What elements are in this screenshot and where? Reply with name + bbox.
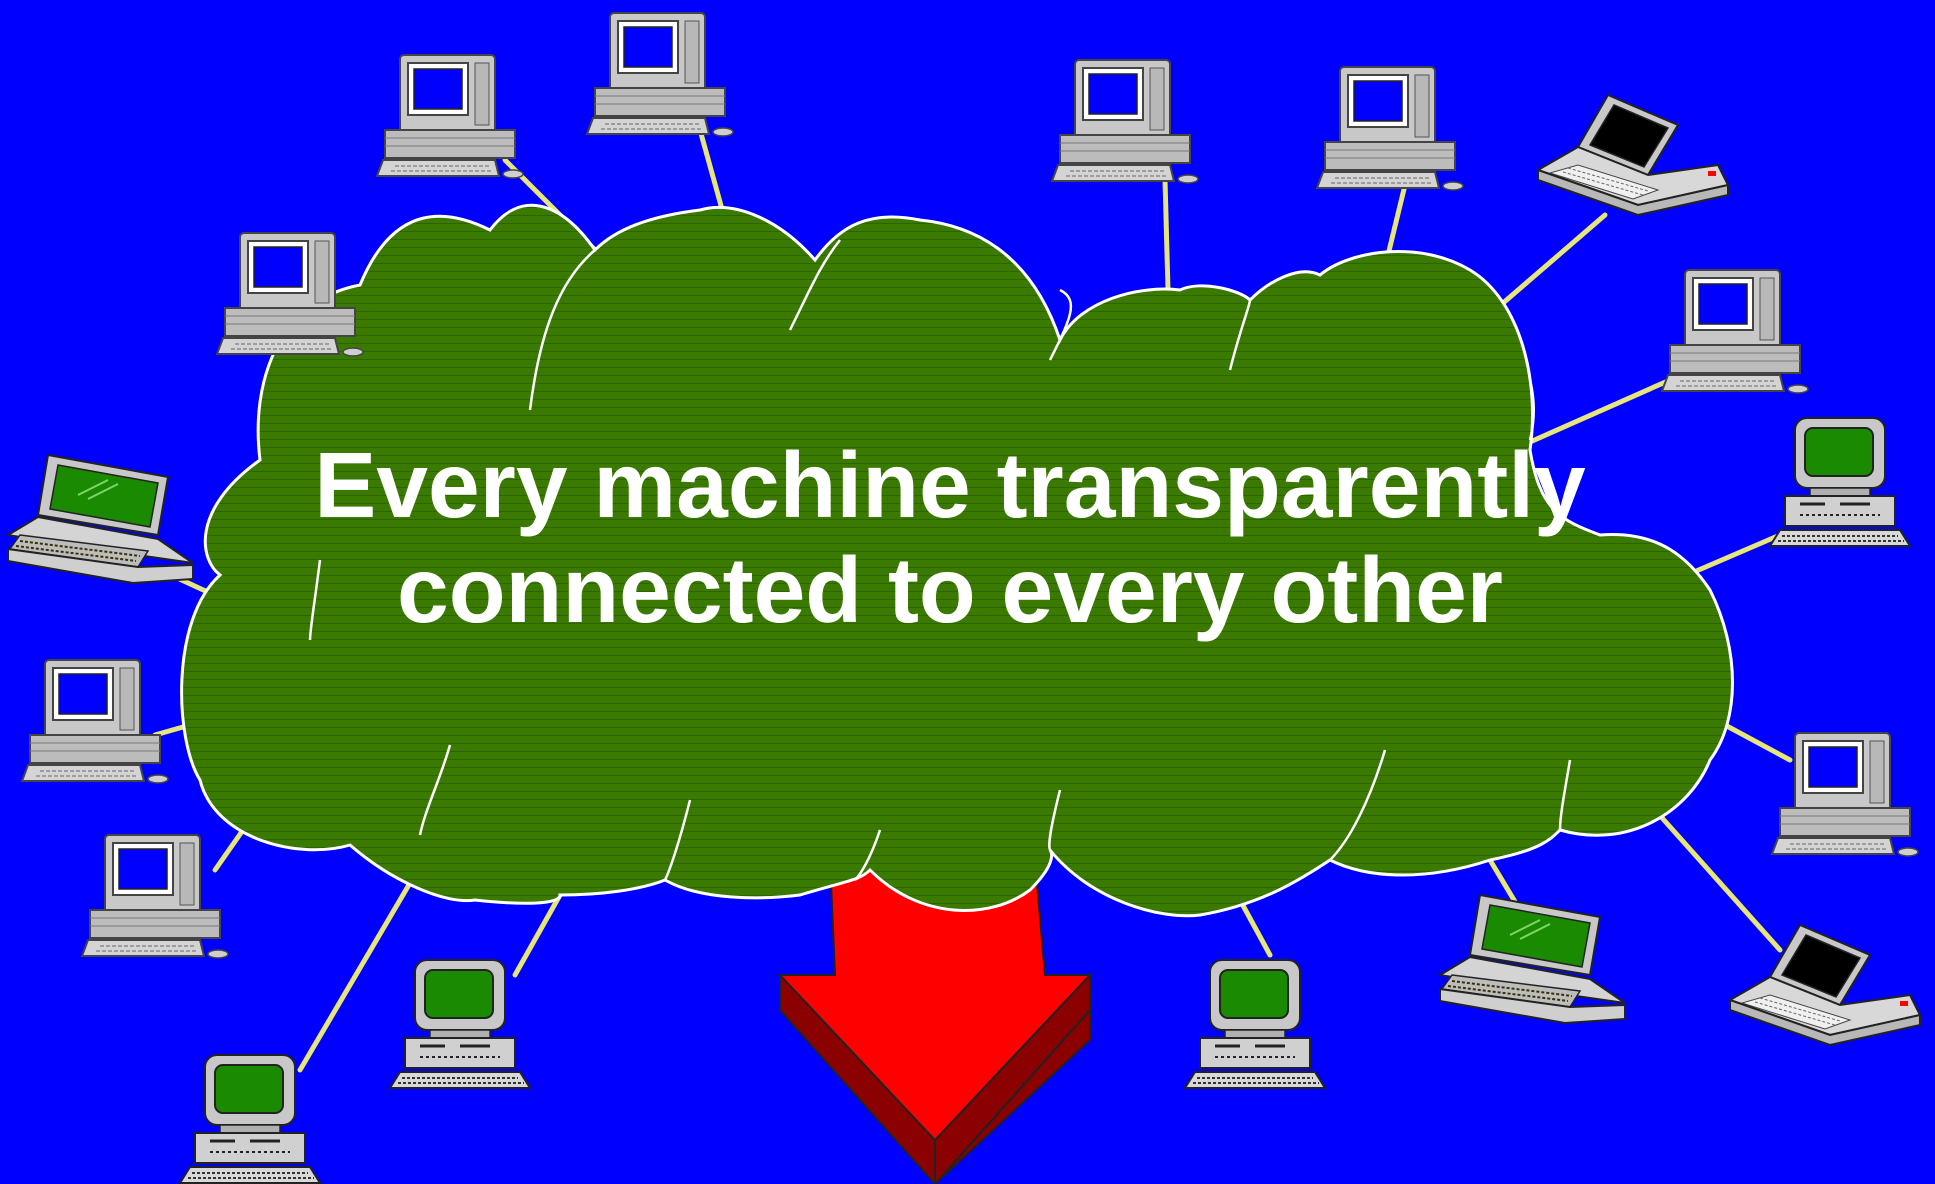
pc-computer-icon <box>1183 958 1327 1090</box>
laptop-icon <box>1537 94 1729 216</box>
down-arrow-icon <box>777 859 1093 1184</box>
caption-line-1: Every machine transparently <box>314 433 1586 537</box>
network-cloud-icon <box>180 203 1734 918</box>
laptop-icon <box>1729 924 1921 1046</box>
pc-computer-icon <box>388 958 532 1090</box>
desktop-computer-icon <box>1316 66 1464 191</box>
pc-computer-icon <box>178 1053 322 1184</box>
laptop-icon <box>1439 894 1626 1024</box>
desktop-computer-icon <box>1051 59 1199 184</box>
link-line <box>1652 807 1783 953</box>
desktop-computer-icon <box>81 834 229 959</box>
link-line <box>697 127 728 223</box>
desktop-computer-icon <box>1661 269 1809 394</box>
link-line <box>1162 177 1171 293</box>
link-line <box>512 892 563 978</box>
caption-line-2: connected to every other <box>397 538 1503 642</box>
desktop-computer-icon <box>586 12 734 137</box>
link-line <box>1527 377 1673 445</box>
desktop-computer-icon <box>376 54 524 179</box>
link-line <box>1237 897 1273 958</box>
desktop-computer-icon <box>21 659 169 784</box>
link-line <box>1385 182 1408 258</box>
laptop-icon <box>7 454 194 584</box>
pc-computer-icon <box>1768 416 1912 548</box>
desktop-computer-icon <box>1771 732 1919 857</box>
link-line <box>1492 212 1608 313</box>
link-line <box>1722 722 1793 763</box>
